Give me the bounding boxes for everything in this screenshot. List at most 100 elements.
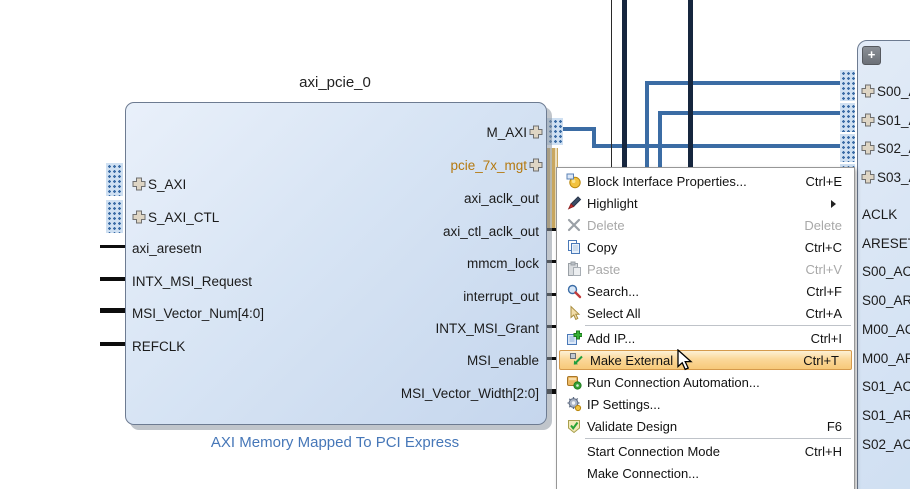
- stub-axi-aresetn: [100, 245, 126, 248]
- wire-maxi-v[interactable]: [592, 127, 596, 148]
- add-ip-icon: [561, 330, 587, 346]
- port-aresetn[interactable]: ARESETN: [862, 235, 910, 251]
- menu-item-copy[interactable]: Copy Ctrl+C: [557, 236, 854, 258]
- plus-icon: [861, 170, 875, 184]
- validate-icon: [561, 418, 587, 434]
- pad-pcie-7x-mgt[interactable]: [546, 148, 558, 228]
- port-msi-vector-width[interactable]: MSI_Vector_Width[2:0]: [400, 385, 539, 401]
- menu-item-add-ip[interactable]: Add IP... Ctrl+I: [557, 327, 854, 349]
- menu-item-select-all[interactable]: Select All Ctrl+A: [557, 302, 854, 324]
- plus-icon: [861, 84, 875, 98]
- stub-mmcm-lock: [545, 260, 557, 263]
- wire-s00-h[interactable]: [645, 81, 842, 85]
- context-menu: Block Interface Properties... Ctrl+E Hig…: [556, 167, 855, 489]
- delete-icon: [561, 217, 587, 233]
- stub-interrupt-out: [545, 293, 557, 296]
- wire-maxi-h1[interactable]: [560, 127, 596, 131]
- wire-thin-vertical[interactable]: [611, 0, 612, 167]
- port-aclk[interactable]: ACLK: [862, 206, 898, 222]
- port-m00-aresetn[interactable]: M00_ARESETN: [862, 350, 910, 366]
- port-pcie-7x-mgt[interactable]: pcie_7x_mgt: [450, 156, 543, 174]
- port-axi-ctl-aclk-out[interactable]: axi_ctl_aclk_out: [442, 223, 539, 239]
- menu-item-validate-design[interactable]: Validate Design F6: [557, 415, 854, 437]
- menu-separator: [557, 437, 854, 440]
- properties-icon: [561, 173, 587, 189]
- menu-item-start-connection-mode[interactable]: Start Connection Mode Ctrl+H: [587, 443, 842, 459]
- menu-item-block-interface-properties[interactable]: Block Interface Properties... Ctrl+E: [557, 170, 854, 192]
- port-s02-axi[interactable]: S02_AXI: [861, 139, 910, 157]
- mouse-cursor-icon: [677, 349, 693, 371]
- make-external-icon: [564, 352, 590, 368]
- interconnect-block[interactable]: + S00_AXI S01_AXI S02_AXI S03_AXI ACLK A…: [857, 40, 910, 489]
- select-all-icon: [561, 305, 587, 321]
- stub-msi-enable: [545, 357, 557, 360]
- port-mmcm-lock[interactable]: mmcm_lock: [466, 255, 539, 271]
- port-s00-aresetn[interactable]: S00_ARESETN: [862, 292, 910, 308]
- port-s01-aclk[interactable]: S01_ACLK: [862, 378, 910, 394]
- plus-icon: [529, 158, 543, 172]
- wire-dark-vertical-2[interactable]: [688, 0, 693, 167]
- port-s01-aresetn[interactable]: S01_ARESETN: [862, 407, 910, 423]
- port-axi-aresetn[interactable]: axi_aresetn: [132, 240, 202, 256]
- stub-axi-ctl-aclk-out: [545, 228, 557, 231]
- stub-msi-vector-width: [545, 389, 557, 394]
- plus-icon: [861, 141, 875, 155]
- stub-refclk: [100, 342, 126, 346]
- menu-item-delete: Delete Delete: [557, 214, 854, 236]
- menu-item-make-external[interactable]: Make External Ctrl+T: [559, 350, 852, 370]
- port-intx-msi-grant[interactable]: INTX_MSI_Grant: [435, 320, 539, 336]
- stub-msi-vector-num: [100, 308, 126, 313]
- wire-s00-v[interactable]: [645, 81, 649, 167]
- wire-maxi-h2[interactable]: [592, 144, 842, 148]
- pad-s00-axi[interactable]: [840, 70, 855, 101]
- run-automation-icon: [561, 374, 587, 390]
- menu-item-run-connection-automation[interactable]: Run Connection Automation...: [557, 371, 854, 393]
- stub-intx-msi-request: [100, 277, 126, 281]
- port-m-axi[interactable]: M_AXI: [486, 123, 543, 141]
- port-axi-aclk-out[interactable]: axi_aclk_out: [463, 190, 539, 206]
- wire-s01-h[interactable]: [658, 111, 842, 115]
- port-s01-axi[interactable]: S01_AXI: [861, 111, 910, 129]
- submenu-arrow-icon: [831, 199, 836, 208]
- wire-s01-v[interactable]: [658, 111, 662, 167]
- ip-block-title: axi_pcie_0: [299, 74, 371, 91]
- menu-item-search[interactable]: Search... Ctrl+F: [557, 280, 854, 302]
- highlight-icon: [561, 195, 587, 211]
- menu-item-highlight[interactable]: Highlight: [557, 192, 854, 214]
- port-s03-axi[interactable]: S03_AXI: [861, 168, 910, 186]
- pad-s-axi[interactable]: [106, 163, 123, 196]
- plus-icon: [861, 113, 875, 127]
- port-s-axi[interactable]: S_AXI: [132, 175, 186, 193]
- copy-icon: [561, 239, 587, 255]
- plus-icon: [529, 125, 543, 139]
- search-icon: [561, 283, 587, 299]
- port-s02-aclk[interactable]: S02_ACLK: [862, 436, 910, 452]
- plus-icon: [132, 177, 146, 191]
- pad-s01-axi[interactable]: [840, 103, 855, 132]
- wire-dark-vertical-1[interactable]: [622, 0, 627, 167]
- ip-block-caption: AXI Memory Mapped To PCI Express: [210, 434, 460, 451]
- pad-m-axi[interactable]: [547, 118, 563, 145]
- port-msi-vector-num[interactable]: MSI_Vector_Num[4:0]: [132, 305, 265, 321]
- stub-intx-msi-grant: [545, 325, 557, 328]
- pad-s02-axi[interactable]: [840, 134, 855, 162]
- port-interrupt-out[interactable]: interrupt_out: [463, 288, 539, 304]
- port-refclk[interactable]: REFCLK: [132, 338, 186, 354]
- menu-item-make-connection[interactable]: Make Connection...: [587, 465, 700, 481]
- port-m00-aclk[interactable]: M00_ACLK: [862, 321, 910, 337]
- menu-item-paste: Paste Ctrl+V: [557, 258, 854, 280]
- port-s00-aclk[interactable]: S00_ACLK: [862, 263, 910, 279]
- expand-block-button[interactable]: +: [862, 46, 881, 65]
- ip-settings-icon: [561, 396, 587, 412]
- paste-icon: [561, 261, 587, 277]
- port-msi-enable[interactable]: MSI_enable: [466, 352, 539, 368]
- menu-item-disconnect-pin: Disconnect Pin: [557, 484, 854, 489]
- menu-item-ip-settings[interactable]: IP Settings...: [557, 393, 854, 415]
- port-s-axi-ctl[interactable]: S_AXI_CTL: [132, 208, 219, 226]
- pad-s-axi-ctl[interactable]: [106, 200, 123, 233]
- ip-block-axi-pcie-0[interactable]: S_AXI S_AXI_CTL axi_aresetn INTX_MSI_Req…: [125, 102, 547, 425]
- port-s00-axi[interactable]: S00_AXI: [861, 82, 910, 100]
- plus-icon: [132, 210, 146, 224]
- port-intx-msi-request[interactable]: INTX_MSI_Request: [132, 273, 253, 289]
